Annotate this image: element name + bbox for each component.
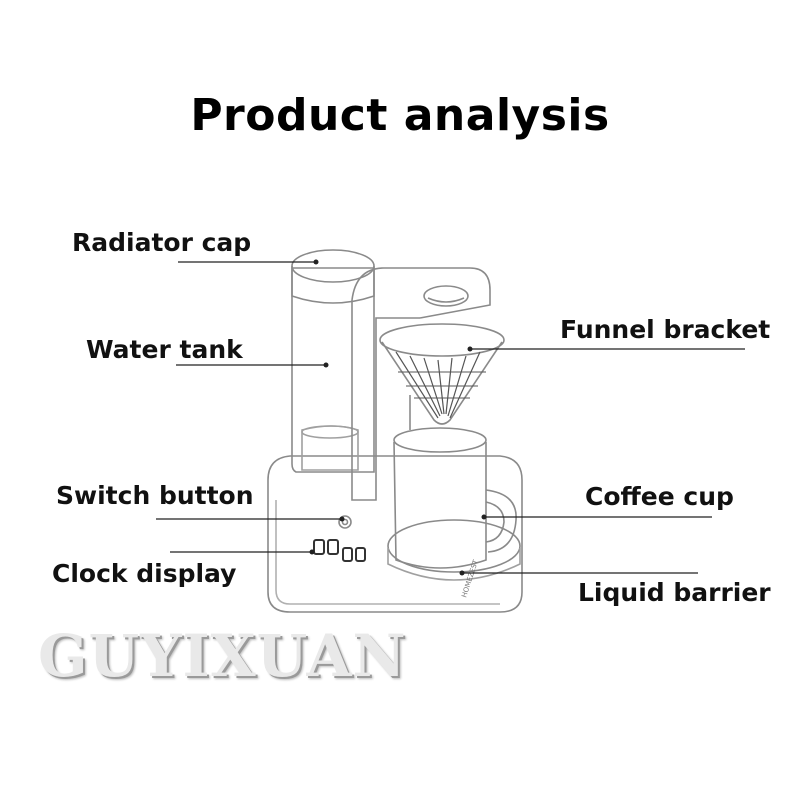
funnel-shape [379, 323, 505, 425]
label-coffee-cup: Coffee cup [585, 482, 734, 511]
clock-display-shape [313, 539, 366, 562]
label-radiator-cap: Radiator cap [72, 228, 252, 257]
switch-button-shape [338, 515, 352, 529]
label-liquid-barrier: Liquid barrier [578, 578, 771, 607]
water-tank-body [291, 267, 375, 473]
page-title: Product analysis [190, 90, 610, 141]
label-switch-button: Switch button [56, 481, 254, 510]
arm-top-hole [423, 285, 469, 307]
liquid-barrier-shape [387, 519, 521, 573]
coffee-cup-shape [393, 427, 517, 569]
label-funnel-bracket: Funnel bracket [560, 315, 771, 344]
watermark-text: GUYIXUAN [38, 622, 407, 690]
support-column [351, 300, 420, 501]
machine-base [267, 455, 523, 613]
funnel-arm [351, 267, 491, 319]
label-water-tank: Water tank [86, 335, 243, 364]
label-clock-display: Clock display [52, 559, 237, 588]
